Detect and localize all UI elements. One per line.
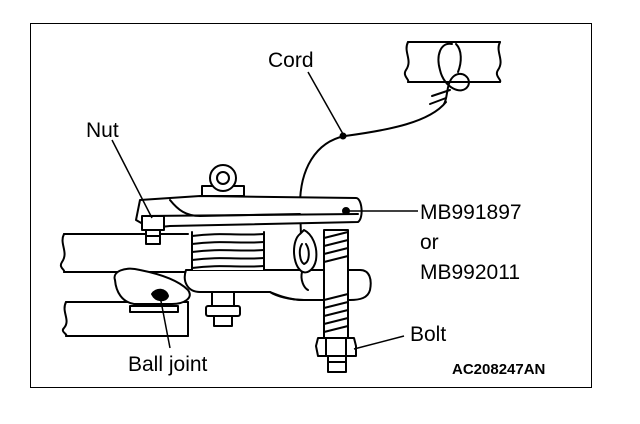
tool-label-line2: or xyxy=(420,231,439,254)
figure-frame xyxy=(30,23,592,388)
handle-knob xyxy=(201,164,245,197)
tool-label-line1: MB991897 xyxy=(420,201,522,224)
cord xyxy=(299,101,447,206)
cord-loop xyxy=(429,42,470,105)
nut xyxy=(141,215,165,245)
vertical-bolt xyxy=(315,229,357,373)
bolt-label: Bolt xyxy=(410,323,447,346)
leader-bolt xyxy=(353,335,405,350)
leader-nut xyxy=(111,139,153,219)
support-bar xyxy=(403,41,502,83)
lower-center-bolt xyxy=(205,291,241,327)
nut-label: Nut xyxy=(86,119,119,142)
figure-code: AC208247AN xyxy=(452,361,546,378)
ball-joint xyxy=(113,267,191,313)
cord-hook xyxy=(293,229,318,291)
leader-ball-joint xyxy=(159,295,171,349)
leader-cord xyxy=(307,71,344,135)
tool-label-line3: MB992011 xyxy=(420,261,521,284)
tool-body xyxy=(135,195,363,229)
spring xyxy=(191,231,265,271)
cord-label: Cord xyxy=(268,49,314,72)
ball-joint-label: Ball joint xyxy=(128,353,208,376)
